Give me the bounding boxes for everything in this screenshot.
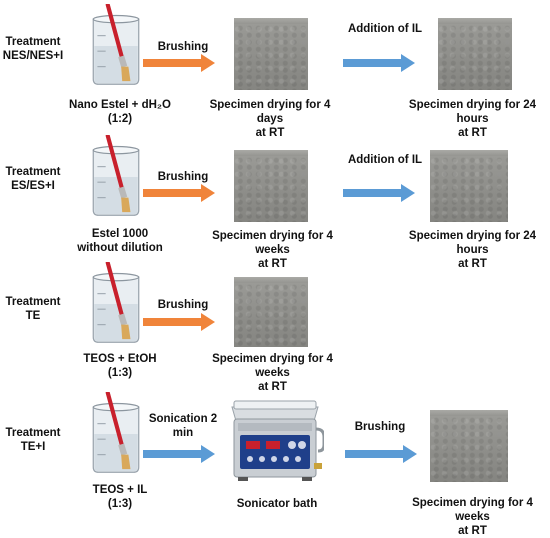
beaker-label-row4: TEOS + IL (1:3) <box>92 484 148 510</box>
stone-specimen-top <box>234 18 308 24</box>
specimen-label-row2-b: Specimen drying for 24 hours at RT <box>408 230 537 270</box>
beaker-label-row1: Nano Estel + dH₂O (1:2) <box>69 99 171 125</box>
specimen-label-row2-a: Specimen drying for 4 weeks at RT <box>212 230 333 270</box>
stone-specimen-row2-a <box>234 156 308 222</box>
stone-specimen-row3 <box>234 283 308 347</box>
orange-arrow-row2 <box>143 184 215 202</box>
stone-specimen-top <box>438 18 512 24</box>
beaker-with-brush-icon <box>85 4 147 88</box>
arrow-label-row2-2: Addition of IL <box>347 154 423 166</box>
beaker-label-row2: Estel 1000 without dilution <box>77 228 163 254</box>
arrow-label-row4-2: Brushing <box>354 421 406 433</box>
orange-arrow-row3 <box>143 313 215 331</box>
stone-specimen-row1-b <box>438 24 512 90</box>
arrow-label-row1-1: Brushing <box>157 41 209 53</box>
arrow-label-row4-1: Sonication 2 min <box>148 413 218 439</box>
stone-specimen-row4 <box>430 416 508 482</box>
beaker-label-row3: TEOS + EtOH (1:3) <box>83 353 157 379</box>
stone-specimen-top <box>234 277 308 283</box>
blue-arrow-row4-b <box>345 445 417 463</box>
specimen-label-row1-b: Specimen drying for 24 hours at RT <box>408 99 537 139</box>
treatment-label-row2: Treatment ES/ES+I <box>5 166 61 192</box>
blue-arrow-row1 <box>343 54 415 72</box>
arrow-label-row2-1: Brushing <box>157 171 209 183</box>
treatment-label-row3: Treatment TE <box>5 296 61 322</box>
stone-specimen-top <box>430 150 508 156</box>
blue-arrow-row2 <box>343 184 415 202</box>
beaker-with-brush-icon <box>85 262 147 346</box>
arrow-label-row3-1: Brushing <box>157 299 209 311</box>
arrow-label-row1-2: Addition of IL <box>347 23 423 35</box>
stone-specimen-top <box>234 150 308 156</box>
beaker-with-brush-icon <box>85 135 147 219</box>
specimen-label-row4: Specimen drying for 4 weeks at RT <box>412 497 533 537</box>
stone-specimen-row1-a <box>234 24 308 90</box>
blue-arrow-row4-a <box>143 445 215 463</box>
treatment-label-row4: Treatment TE+I <box>5 427 61 453</box>
treatment-label-row1: Treatment NES/NES+I <box>2 36 64 62</box>
stone-specimen-top <box>430 410 508 416</box>
sonicator-bath-icon <box>226 393 326 483</box>
device-label: Sonicator bath <box>236 498 318 510</box>
specimen-label-row1-a: Specimen drying for 4 days at RT <box>209 99 331 139</box>
stone-specimen-row2-b <box>430 156 508 222</box>
beaker-with-brush-icon <box>85 392 147 476</box>
specimen-label-row3: Specimen drying for 4 weeks at RT <box>212 353 333 393</box>
orange-arrow-row1 <box>143 54 215 72</box>
